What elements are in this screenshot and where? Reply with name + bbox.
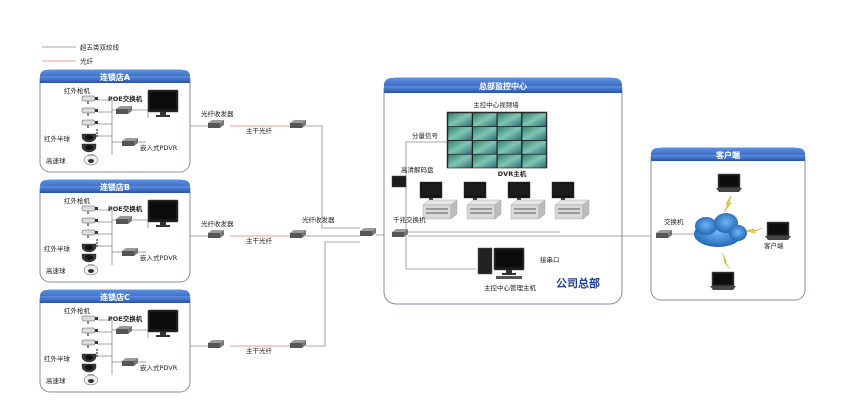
ir-gun-label: 红外枪机 (64, 196, 91, 205)
poe-switch-label: POE交换机 (108, 94, 143, 103)
store-title: 连锁店A (100, 72, 131, 82)
nvr-device-icon (122, 358, 138, 366)
dvr-server-icon (510, 199, 546, 220)
decoder-label: 高清解码盘 (401, 165, 434, 174)
client-title: 客户端 (715, 150, 740, 160)
dvr-monitor-icon (507, 181, 531, 201)
dvr-server-icon (422, 199, 458, 220)
poe-switch-icon (116, 326, 132, 334)
legend-cat5-label: 超五类双绞线 (80, 43, 120, 52)
ir-dome-label: 红外半球 (44, 134, 71, 143)
store-title: 连锁店B (100, 182, 130, 192)
ir-dome-camera-icon (81, 353, 97, 363)
ir-gun-label: 红外枪机 (64, 306, 91, 315)
poe-switch-label: POE交换机 (108, 204, 143, 213)
client-switch-label: 交换机 (664, 217, 684, 226)
speed-dome-label: 高速球 (46, 266, 66, 275)
store-transceiver-label: 光纤收发器 (201, 219, 234, 228)
middle-transceiver-label: 光纤收发器 (302, 215, 335, 224)
poe-switch-label: POE交换机 (108, 314, 143, 323)
dvr-server-icon (554, 199, 590, 220)
lightning-icon (723, 195, 732, 213)
dvr-monitor-icon (463, 181, 487, 201)
legend: 超五类双绞线 光纤 (42, 43, 120, 66)
laptop-icon (764, 221, 792, 241)
video-wall-label: 主控中心视频墙 (473, 100, 519, 109)
trunk-fiber-label: 主干光纤 (246, 126, 273, 135)
decoder-icon (391, 175, 407, 188)
trunk-transceiver-c-icon (290, 340, 306, 348)
lightning-icon (745, 227, 763, 234)
dvr-server-icon (466, 199, 502, 220)
ir-dome-camera-icon (81, 363, 97, 373)
hq-title: 总部监控中心 (479, 81, 527, 91)
lightning-icon (721, 252, 730, 269)
mgmt-host-icon (477, 247, 525, 279)
trunk-fiber-label: 主干光纤 (246, 236, 273, 245)
ir-gun-label: 红外枪机 (64, 86, 91, 95)
hq-panel: 总部监控中心 主控中心视频墙 分量信号 高清解码盘 DVR主机 千兆交换机 主控… (383, 77, 623, 305)
nvr-label: 嵌入式PDVR (140, 363, 178, 372)
store-transceiver-label: 光纤收发器 (201, 109, 234, 118)
ir-dome-camera-icon (81, 253, 97, 263)
nvr-label: 嵌入式PDVR (140, 143, 178, 152)
legend-fiber-label: 光纤 (80, 57, 94, 66)
nvr-label: 嵌入式PDVR (140, 253, 178, 262)
mgmt-line (405, 236, 476, 270)
port-label: 接串口 (540, 255, 560, 264)
trunk-fiber-label: 主干光纤 (246, 346, 273, 355)
store-transceiver-icon (208, 340, 224, 348)
gigabit-switch-label: 千兆交换机 (393, 215, 426, 224)
laptop-icon (715, 173, 743, 193)
store-transceiver-icon (208, 120, 224, 128)
video-wall-icon (446, 111, 548, 169)
company-label: 公司总部 (556, 276, 600, 290)
speed-dome-label: 高速球 (46, 156, 66, 165)
dvr-monitor-icon (551, 181, 575, 201)
store-wiring (97, 209, 208, 265)
store-title: 连锁店C (100, 292, 130, 302)
mgmt-host-label: 主控中心管理主机 (484, 283, 537, 292)
ir-dome-camera-icon (81, 243, 97, 253)
internet-cloud-icon (694, 213, 747, 247)
trunk-transceiver-b-icon (290, 230, 306, 238)
ir-dome-label: 红外半球 (44, 354, 71, 363)
client-label: 客户端 (764, 241, 784, 250)
ir-dome-label: 红外半球 (44, 244, 71, 253)
dvr-host-label: DVR主机 (498, 169, 527, 178)
dvr-monitor-icon (419, 181, 443, 201)
split-signal-label: 分量信号 (412, 131, 439, 140)
speed-dome-label: 高速球 (46, 376, 66, 385)
hq-transceiver-icon (360, 228, 376, 236)
trunk-fibers (230, 125, 392, 347)
client-switch-icon (656, 230, 672, 238)
store-wiring (97, 319, 208, 375)
client-panel: 客户端 交换机 客户端 (650, 147, 806, 301)
ir-dome-camera-icon (81, 133, 97, 143)
trunk-transceiver-a-icon (290, 120, 306, 128)
laptop-icon (709, 271, 737, 291)
split-signal-line (405, 141, 447, 230)
ir-dome-camera-icon (81, 143, 97, 153)
store-transceiver-icon (208, 230, 224, 238)
